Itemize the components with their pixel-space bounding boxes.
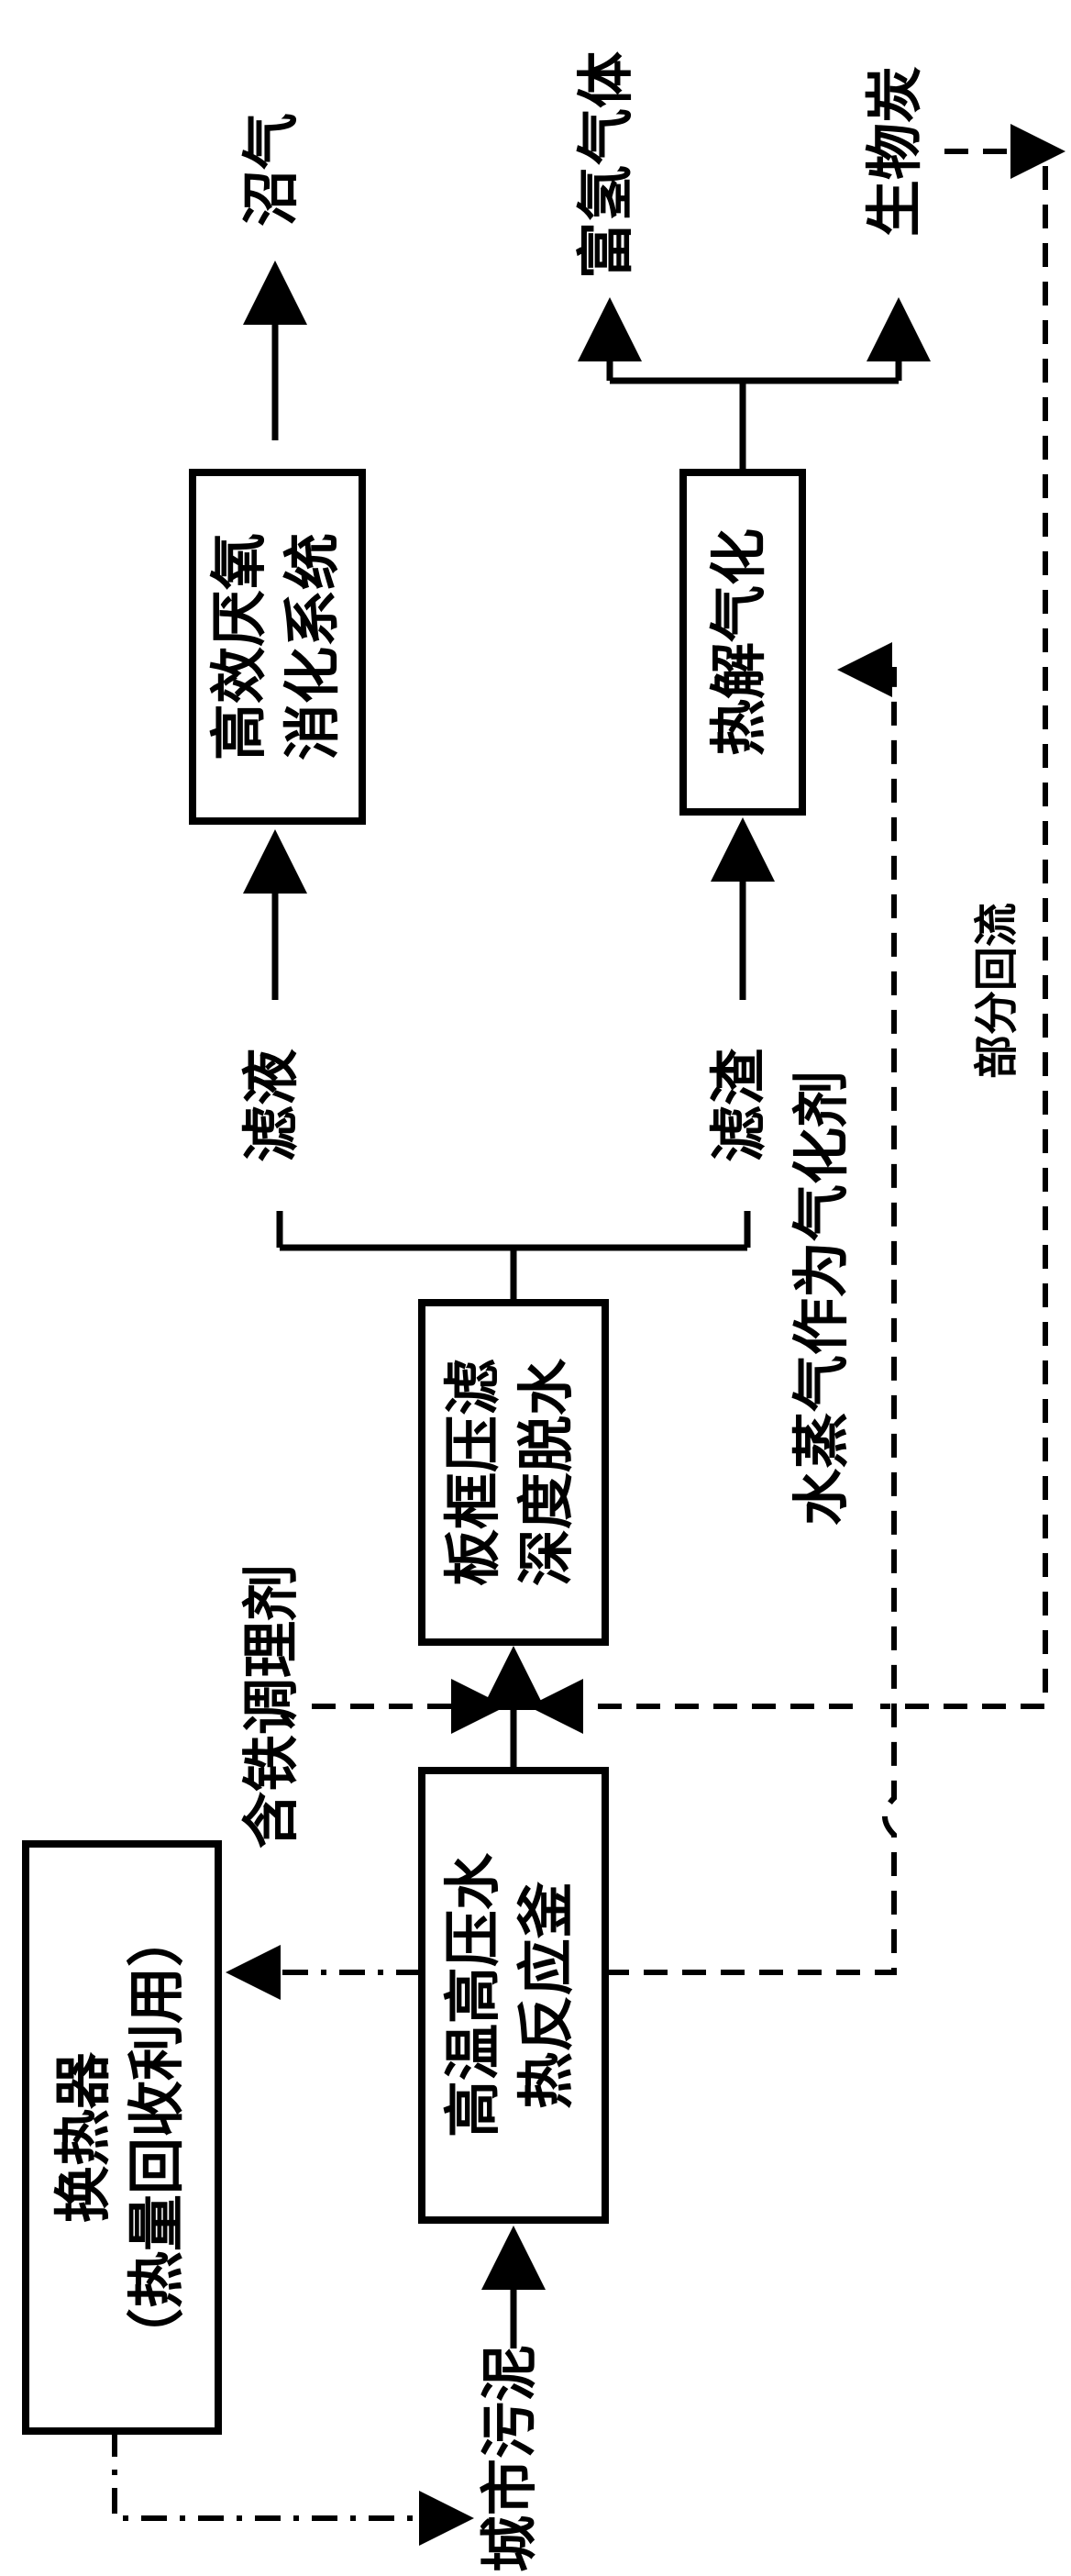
digestion-box [189,469,366,825]
biochar-label: 生物炭 [861,66,928,237]
digestion-label-line2: 消化系统 [279,533,346,761]
input-label: 城市污泥 [476,2345,543,2572]
arrow-partial-reflux [539,149,1048,1706]
filter-residue-label: 滤渣 [705,1048,772,1162]
reactor-label-line1: 高温高压水 [439,1852,506,2137]
arrow-heat-exchanger-to-input [112,2431,474,2546]
partial-reflux-label: 部分回流 [971,903,1022,1079]
heat-exchanger-label-line1: 换热器 [50,2051,116,2223]
split-connector-pyrolysis [610,377,899,472]
steam-label: 水蒸气作为气化剂 [788,1071,855,1526]
reactor-box [418,1767,609,2224]
heat-exchanger-box [22,1840,222,2435]
heat-exchanger-label-line2: （热量回收利用） [123,1910,190,2365]
filter-press-label-line2: 深度脱水 [513,1358,580,1586]
split-connector-filter [276,1211,751,1303]
biogas-label: 沼气 [237,113,304,227]
hydrogen-gas-label: 富氢气体 [572,51,639,279]
filter-press-label-line1: 板框压滤 [439,1359,506,1586]
digestion-label-line1: 高效厌氧 [205,533,272,761]
pyrolysis-label: 热解气化 [705,528,772,756]
arrow-steam-to-pyrolysis [605,642,897,1975]
filtrate-label: 滤液 [237,1049,304,1162]
reactor-label-line2: 热反应釜 [513,1882,580,2109]
conditioner-label: 含铁调理剂 [237,1564,304,1849]
